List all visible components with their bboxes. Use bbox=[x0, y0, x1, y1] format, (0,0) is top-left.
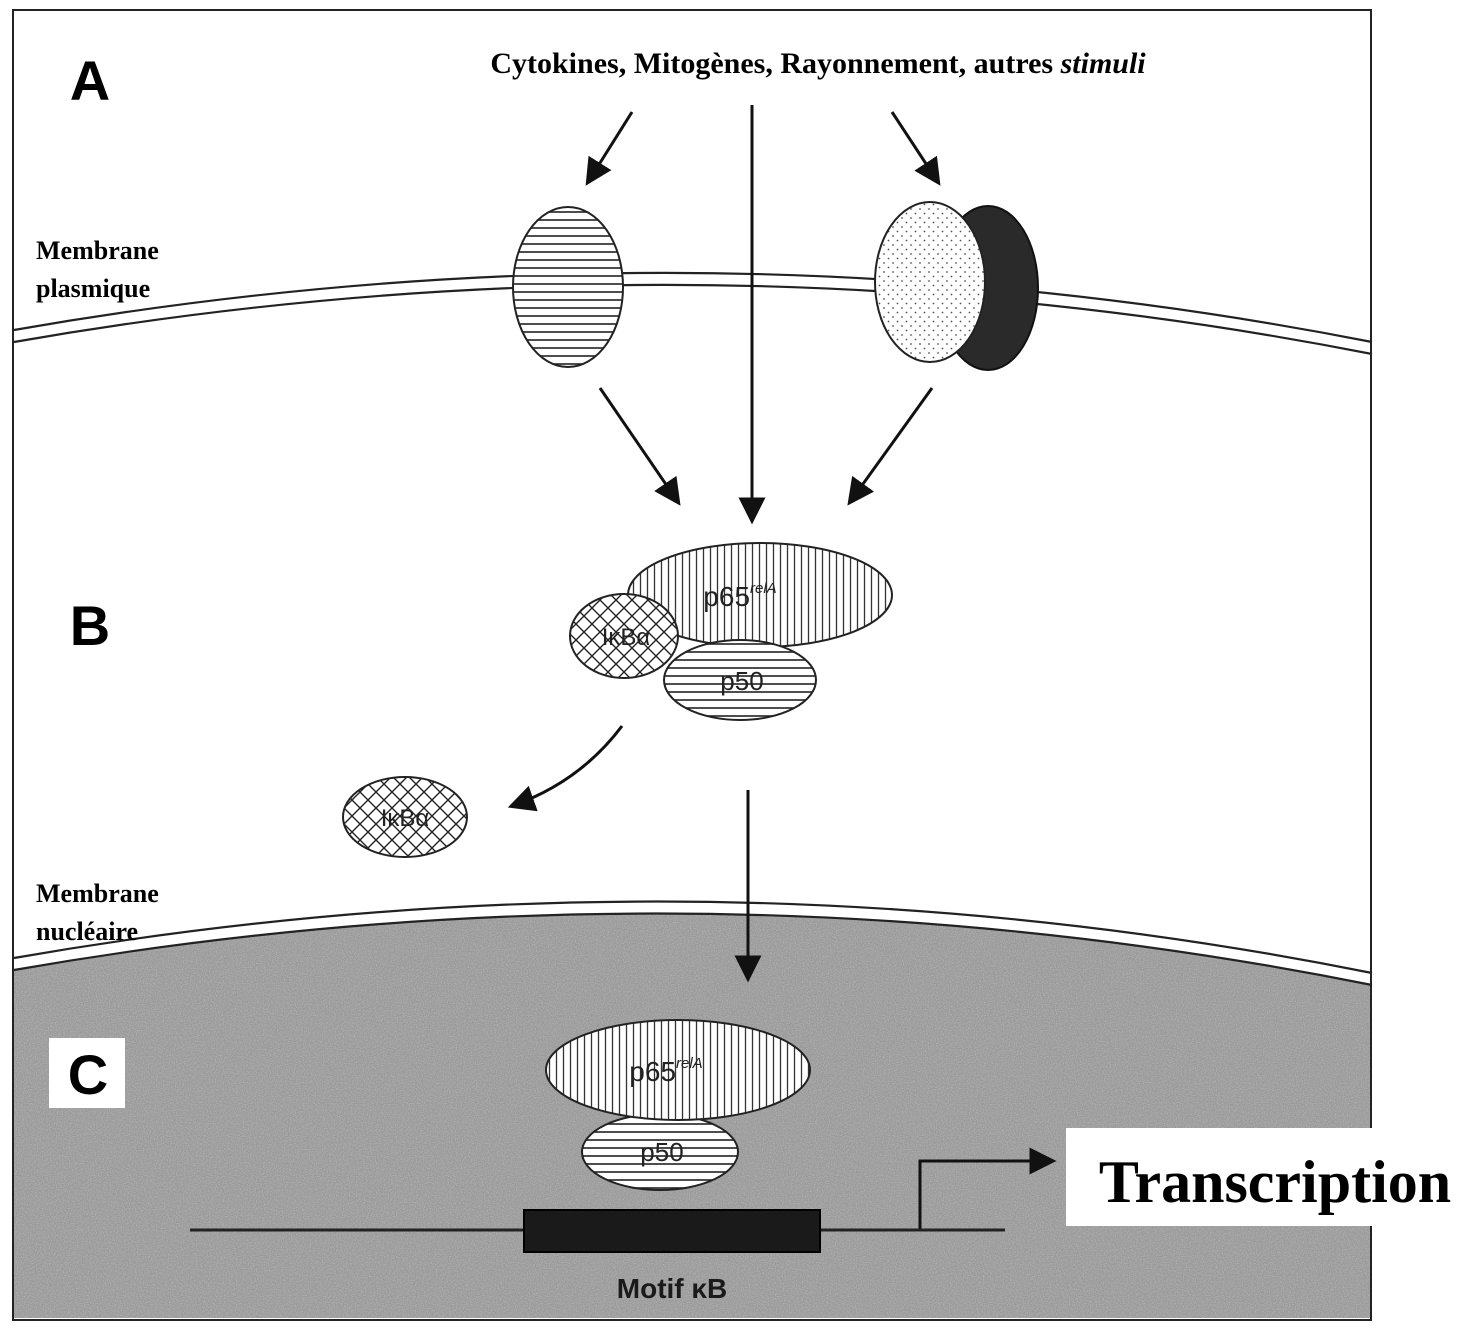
p65-label-text: p65 bbox=[703, 581, 750, 612]
nuclear-p65-label-sup: relA bbox=[676, 1055, 703, 1072]
p65-label-sup: relA bbox=[750, 580, 777, 597]
plasma-membrane-label-line1: Membrane bbox=[36, 236, 159, 265]
receptor-striped-icon bbox=[513, 207, 623, 367]
released-ikb: IκBα bbox=[343, 777, 467, 857]
nuclear-p50-label: p50 bbox=[640, 1137, 683, 1167]
transcription-label: Transcription bbox=[1099, 1149, 1451, 1215]
nuclear-p65-label-text: p65 bbox=[629, 1056, 676, 1087]
ikb-label: IκBα bbox=[602, 624, 651, 651]
nuclear-membrane-label-line2: nucléaire bbox=[36, 917, 138, 946]
p50-label: p50 bbox=[720, 666, 763, 696]
kb-motif-label: Motif κB bbox=[617, 1273, 727, 1304]
nuclear-membrane-label-line1: Membrane bbox=[36, 879, 159, 908]
receptor-dimer-icon bbox=[875, 202, 1038, 370]
released-ikb-label: IκBα bbox=[381, 805, 430, 832]
panel-label-b: B bbox=[70, 594, 110, 657]
stimuli-title-italic: stimuli bbox=[1060, 47, 1147, 80]
panel-label-a: A bbox=[70, 49, 110, 112]
panel-label-c: C bbox=[68, 1043, 108, 1106]
kb-motif-box bbox=[524, 1210, 820, 1252]
stimuli-title: Cytokines, Mitogènes, Rayonnement, autre… bbox=[490, 47, 1146, 80]
stimuli-title-text: Cytokines, Mitogènes, Rayonnement, autre… bbox=[490, 47, 1060, 80]
plasma-membrane-label-line2: plasmique bbox=[36, 274, 150, 303]
